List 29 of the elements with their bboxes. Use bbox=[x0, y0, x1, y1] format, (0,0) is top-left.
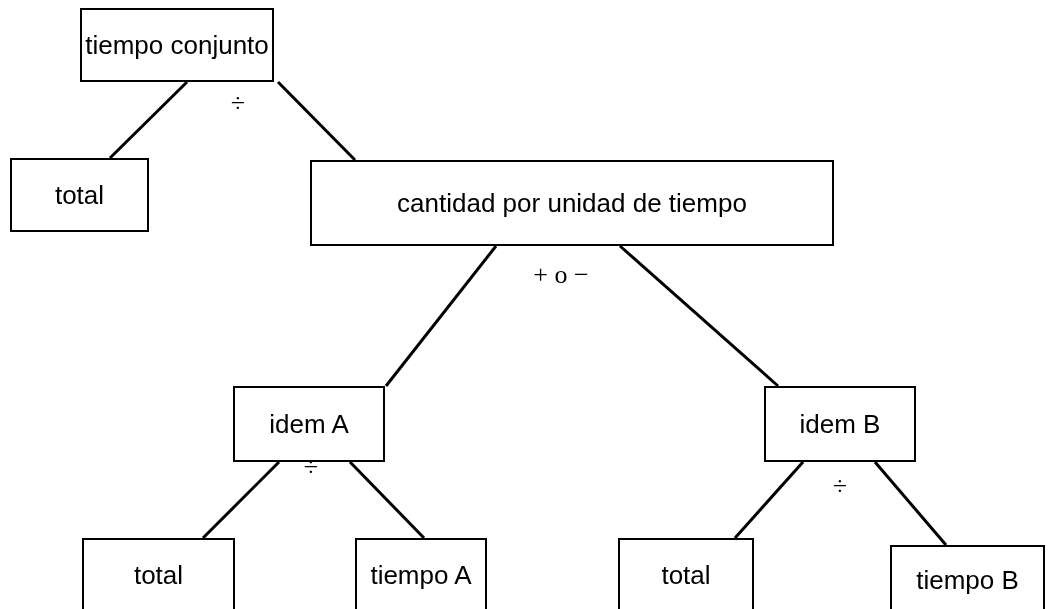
connector-line bbox=[276, 80, 357, 162]
connector-line bbox=[733, 461, 805, 539]
term-text: tiempo conjunto bbox=[85, 29, 269, 61]
term-box bbox=[82, 538, 235, 609]
term-text: tiempo B bbox=[916, 564, 1019, 596]
operator-label: ÷ bbox=[832, 472, 848, 502]
term-text: total bbox=[661, 559, 711, 591]
term-text: idem A bbox=[269, 408, 349, 440]
term-box bbox=[355, 538, 487, 609]
term-text: tiempo A bbox=[370, 559, 472, 591]
term-text: total bbox=[133, 559, 184, 591]
connector-line bbox=[348, 460, 426, 540]
connector-line bbox=[201, 460, 281, 540]
operator-label: ÷ bbox=[230, 89, 246, 119]
term-text: idem B bbox=[799, 408, 881, 440]
term-box bbox=[80, 8, 274, 82]
term-box bbox=[618, 538, 754, 609]
term-box bbox=[890, 545, 1045, 609]
operator-label: + o − bbox=[533, 260, 589, 290]
term-box bbox=[233, 386, 385, 462]
connector-line bbox=[619, 244, 779, 388]
connector-line bbox=[108, 80, 189, 160]
term-box bbox=[310, 160, 834, 246]
term-box bbox=[10, 158, 149, 232]
term-box bbox=[764, 386, 916, 462]
connector-line bbox=[873, 461, 948, 546]
connector-line bbox=[384, 245, 498, 387]
term-text: cantidad por unidad de tiempo bbox=[397, 187, 747, 219]
term-text: total bbox=[54, 179, 105, 211]
